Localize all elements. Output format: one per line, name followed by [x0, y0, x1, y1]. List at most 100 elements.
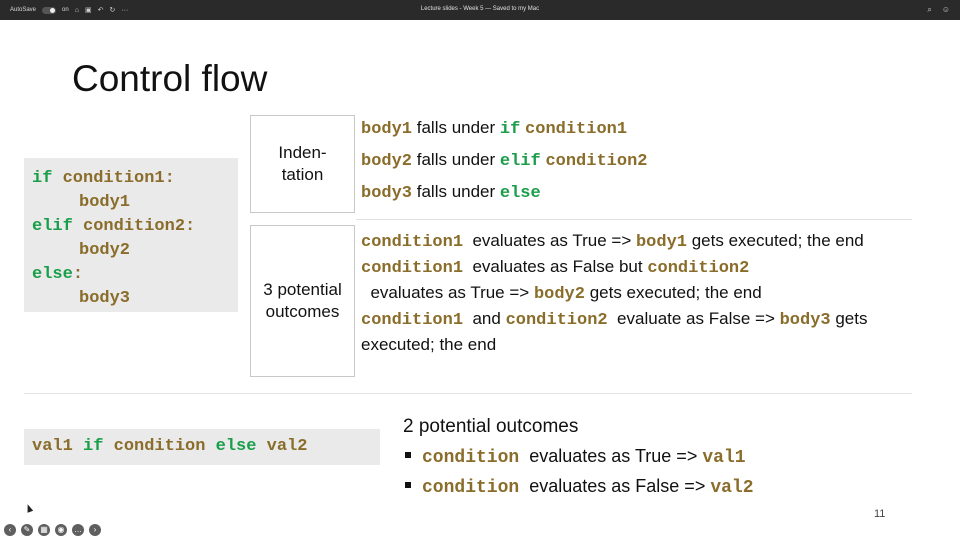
- identifier-condition1: condition1: [361, 233, 464, 252]
- share-icon[interactable]: ☺: [941, 5, 950, 14]
- pen-icon[interactable]: ✎: [21, 524, 33, 536]
- identifier-condition1: condition1: [62, 169, 165, 188]
- keyword-elif: elif: [499, 152, 541, 171]
- indentation-row-3: body3 falls under else: [361, 182, 541, 203]
- identifier-val1: val1: [32, 437, 73, 456]
- outcome-text: gets executed; the end: [361, 309, 868, 354]
- outcome-text: gets executed; the end: [687, 231, 864, 250]
- colon: :: [164, 169, 175, 188]
- outcome-text: evaluate as False =>: [607, 309, 780, 328]
- indentation-label-box: Inden- tation: [250, 115, 355, 213]
- identifier-condition: condition: [422, 448, 520, 468]
- identifier-val1: val1: [702, 448, 746, 468]
- identifier-condition2: condition2: [505, 311, 608, 330]
- keyword-else: else: [499, 184, 541, 203]
- slides-icon[interactable]: ▦: [38, 524, 50, 536]
- outcome-text: and: [463, 309, 506, 328]
- ternary-outcomes-title: 2 potential outcomes: [403, 416, 579, 437]
- identifier-condition: condition: [422, 478, 520, 498]
- row-text: falls under: [412, 118, 500, 137]
- ternary-outcome-1: condition evaluates as True => val1: [405, 446, 746, 468]
- outcome-text: evaluates as False =>: [519, 476, 711, 496]
- code-line: body3: [32, 287, 230, 311]
- save-icon[interactable]: ▣: [84, 7, 92, 14]
- identifier-condition2: condition2: [647, 259, 750, 278]
- colon: :: [185, 217, 196, 236]
- identifier-condition2: condition2: [83, 217, 186, 236]
- search-icon[interactable]: ⌕: [927, 5, 932, 14]
- keyword-else: else: [32, 265, 73, 284]
- identifier-body2: body2: [533, 285, 585, 304]
- more-icon[interactable]: ···: [121, 6, 129, 14]
- outcomes-label-box: 3 potential outcomes: [250, 225, 355, 377]
- keyword-elif: elif: [32, 217, 73, 236]
- identifier-condition: condition: [113, 437, 206, 456]
- title-bar: AutoSave on ⌂ ▣ ↶ ↻ ··· Lecture slides -…: [0, 0, 960, 20]
- code-line: if condition1:: [32, 167, 230, 191]
- identifier-body1: body1: [361, 120, 413, 139]
- page-number: 11: [874, 508, 886, 520]
- more-icon[interactable]: …: [72, 524, 84, 536]
- indentation-row-1: body1 falls under if condition1: [361, 118, 627, 139]
- autosave-toggle[interactable]: [42, 6, 57, 14]
- bullet-icon: [405, 482, 411, 489]
- outcome-3: condition1 and condition2 evaluate as Fa…: [361, 307, 901, 357]
- identifier-body3: body3: [361, 184, 413, 203]
- identifier-body2: body2: [79, 241, 131, 260]
- row-text: falls under: [412, 150, 500, 169]
- indentation-label-line2: tation: [281, 165, 324, 184]
- outcome-text: evaluates as True =>: [463, 231, 636, 250]
- slide-title: Control flow: [72, 58, 268, 99]
- code-line: else:: [32, 263, 230, 287]
- identifier-val2: val2: [266, 437, 308, 456]
- outcome-text: evaluates as True =>: [361, 283, 534, 302]
- undo-icon[interactable]: ↶: [97, 7, 104, 14]
- outcome-text: gets executed; the end: [584, 283, 762, 302]
- identifier-body3: body3: [79, 289, 131, 308]
- code-block-ternary: val1 if condition else val2: [24, 429, 380, 465]
- colon: :: [72, 265, 84, 284]
- identifier-condition1: condition1: [361, 311, 464, 330]
- divider: [356, 219, 912, 220]
- camera-icon[interactable]: ◉: [55, 524, 67, 536]
- row-text: falls under: [412, 182, 500, 201]
- code-block-if-elif-else: if condition1: body1 elif condition2: bo…: [24, 158, 238, 312]
- identifier-condition1: condition1: [525, 120, 628, 139]
- home-icon[interactable]: ⌂: [74, 6, 79, 14]
- identifier-condition1: condition1: [361, 259, 464, 278]
- outcome-2: condition1 evaluates as False but condit…: [361, 255, 901, 307]
- outcome-1: condition1 evaluates as True => body1 ge…: [361, 229, 901, 255]
- indentation-row-2: body2 falls under elif condition2: [361, 150, 647, 171]
- keyword-if: if: [32, 169, 53, 188]
- keyword-if: if: [83, 437, 104, 456]
- identifier-body2: body2: [361, 152, 413, 171]
- code-line: body1: [32, 191, 230, 215]
- identifier-body1: body1: [79, 193, 131, 212]
- outcomes-label-line1: 3 potential: [263, 280, 342, 299]
- titlebar-left: AutoSave on ⌂ ▣ ↶ ↻ ···: [10, 6, 128, 14]
- keyword-else: else: [215, 437, 257, 456]
- ternary-outcome-2: condition evaluates as False => val2: [405, 476, 754, 498]
- identifier-body1: body1: [635, 233, 687, 252]
- autosave-state: on: [62, 7, 69, 13]
- previous-icon[interactable]: ‹: [4, 524, 16, 536]
- outcomes-label-line2: outcomes: [265, 302, 340, 321]
- autosave-label: AutoSave: [10, 7, 37, 13]
- code-line: elif condition2:: [32, 215, 230, 239]
- identifier-body3: body3: [779, 311, 831, 330]
- outcome-text: evaluates as True =>: [519, 446, 703, 466]
- mouse-cursor-icon: [24, 503, 34, 513]
- outcome-text: evaluates as False but: [463, 257, 648, 276]
- redo-icon[interactable]: ↻: [109, 7, 116, 14]
- divider: [24, 393, 912, 394]
- document-title: Lecture slides - Week 5 — Saved to my Ma…: [420, 6, 540, 12]
- titlebar-right: ⌕ ☺: [927, 5, 950, 15]
- keyword-if: if: [499, 120, 521, 139]
- identifier-val2: val2: [710, 478, 754, 498]
- identifier-condition2: condition2: [545, 152, 648, 171]
- bullet-icon: [405, 452, 411, 459]
- code-line: body2: [32, 239, 230, 263]
- next-icon[interactable]: ›: [89, 524, 101, 536]
- presenter-toolbar: ‹ ✎ ▦ ◉ … ›: [4, 524, 101, 536]
- indentation-label-line1: Inden-: [278, 143, 327, 162]
